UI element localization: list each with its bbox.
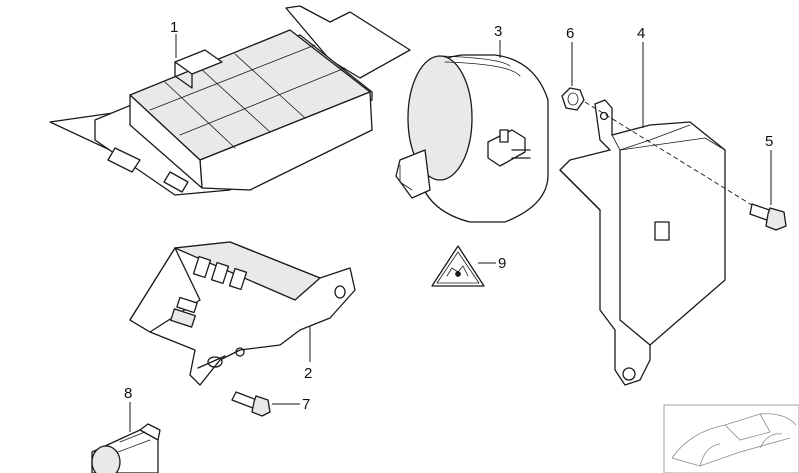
callout-8: 8 [124, 385, 132, 402]
part-8-sensor[interactable] [91, 423, 161, 473]
part-9-warning-label[interactable] [431, 245, 485, 287]
callout-2: 2 [304, 365, 312, 382]
part-4-bracket[interactable] [559, 99, 726, 386]
part-7-screw[interactable] [231, 391, 271, 417]
callout-9: 9 [498, 255, 506, 272]
callout-4: 4 [637, 25, 645, 42]
callout-7: 7 [302, 396, 310, 413]
part-1-control-unit[interactable] [49, 5, 411, 196]
vehicle-thumbnail-icon [663, 404, 799, 473]
callout-5: 5 [765, 133, 773, 150]
warning-triangle-icon [446, 265, 469, 277]
callout-3: 3 [494, 23, 502, 40]
alignment-line [584, 101, 761, 211]
part-2-module[interactable] [129, 241, 356, 386]
part-5-bolt[interactable] [749, 203, 787, 231]
part-6-nut[interactable] [561, 87, 585, 111]
part-3-siren[interactable] [395, 54, 549, 223]
callout-6: 6 [566, 25, 574, 42]
callout-1: 1 [170, 19, 178, 36]
